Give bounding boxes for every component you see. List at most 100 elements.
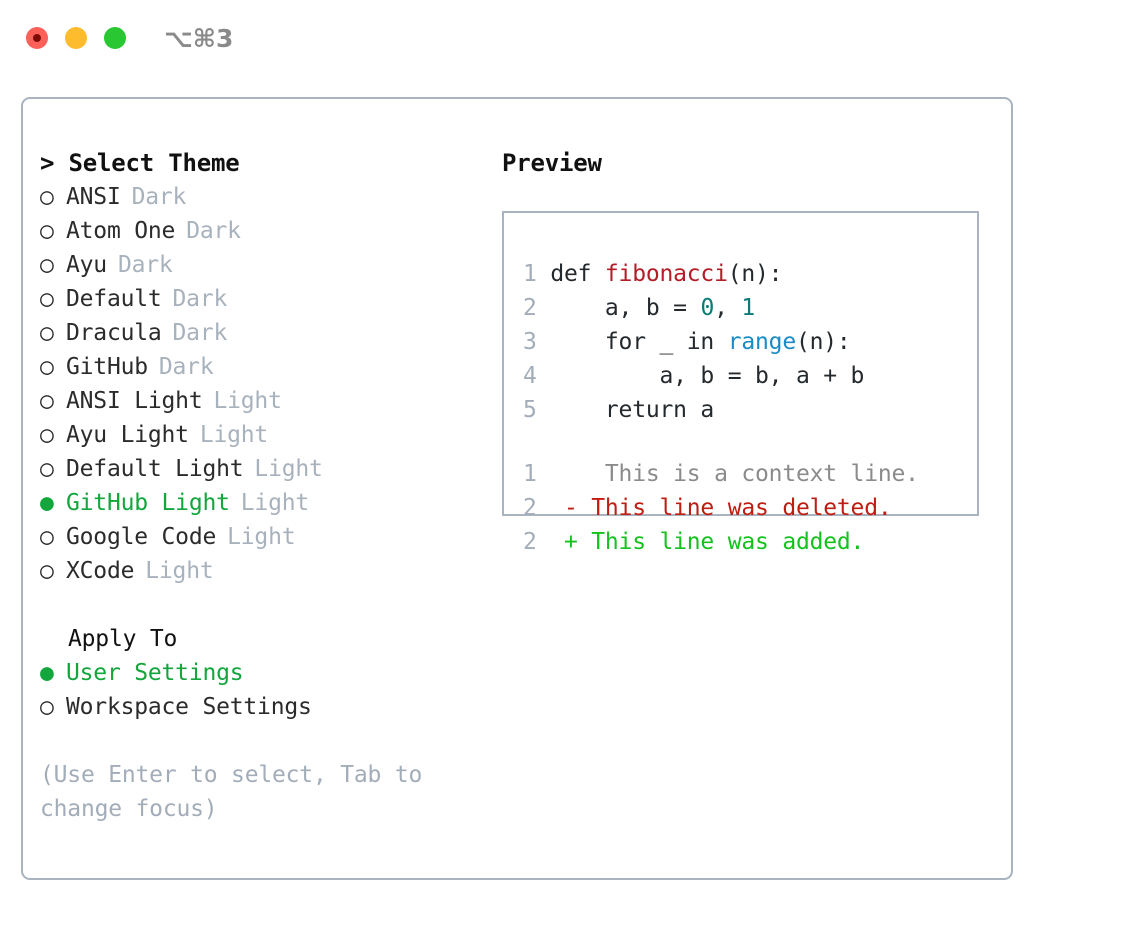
diff-sample: 1 This is a context line.2 - This line w…	[523, 457, 977, 559]
apply-to-list[interactable]: ● User Settings ○ Workspace Settings	[40, 656, 500, 724]
code-token-plain: for _ in	[550, 329, 728, 355]
diff-line-number: 1	[523, 461, 537, 487]
theme-item-variant-tag: Dark	[172, 320, 228, 346]
radio-selected-icon[interactable]: ●	[40, 490, 54, 516]
code-line: 4 a, b = b, a + b	[523, 359, 977, 393]
code-line: 2 a, b = 0, 1	[523, 291, 977, 325]
diff-gutter-space	[537, 461, 564, 487]
apply-to-header: Apply To	[68, 626, 178, 652]
code-token-plain: (n):	[795, 329, 851, 355]
theme-item-variant-tag: Dark	[158, 354, 214, 380]
theme-item-variant-tag: Light	[213, 388, 282, 414]
theme-item-variant-tag: Light	[145, 558, 214, 584]
code-gutter-space	[537, 295, 551, 321]
hint-line-2: change focus)	[40, 796, 218, 822]
close-button[interactable]	[26, 27, 48, 49]
radio-unselected-icon[interactable]: ○	[40, 252, 54, 278]
theme-list-item[interactable]: ○ GitHub Dark	[40, 350, 500, 384]
radio-selected-icon[interactable]: ●	[40, 660, 54, 686]
theme-item-variant-tag: Light	[199, 422, 269, 448]
code-token-builtin: range	[727, 329, 796, 355]
diff-gutter-space	[537, 529, 564, 555]
code-token-plain: ,	[714, 295, 742, 321]
code-line: 3 for _ in range(n):	[523, 325, 977, 359]
theme-item-label: XCode	[66, 558, 135, 584]
keyboard-hint: (Use Enter to select, Tab to change focu…	[40, 758, 460, 826]
apply-to-item[interactable]: ● User Settings	[40, 656, 500, 690]
theme-item-label: GitHub	[66, 354, 148, 380]
diff-gutter-space	[537, 495, 564, 521]
theme-list-item[interactable]: ○ Atom One Dark	[40, 214, 500, 248]
radio-unselected-icon[interactable]: ○	[40, 218, 54, 244]
diff-text: This is a context line.	[577, 461, 919, 487]
apply-to-item-label: User Settings	[66, 660, 244, 686]
theme-list-item[interactable]: ○ Ayu Dark	[40, 248, 500, 282]
theme-item-variant-tag: Light	[254, 456, 323, 482]
list-spacer	[40, 588, 500, 622]
theme-item-variant-tag: Dark	[186, 218, 241, 244]
theme-item-label: Ayu	[66, 252, 107, 278]
radio-unselected-icon[interactable]: ○	[40, 694, 54, 720]
theme-item-label: Google Code	[66, 524, 217, 550]
theme-item-variant-tag: Light	[227, 524, 296, 550]
theme-item-variant-tag: Dark	[131, 184, 187, 210]
code-gutter-space	[537, 363, 551, 389]
code-line: 1 def fibonacci(n):	[523, 257, 977, 291]
diff-line-number: 2	[523, 529, 537, 555]
radio-unselected-icon[interactable]: ○	[40, 320, 54, 346]
window-controls	[26, 27, 126, 49]
radio-unselected-icon[interactable]: ○	[40, 456, 54, 482]
code-line-number: 1	[523, 261, 537, 287]
radio-unselected-icon[interactable]: ○	[40, 422, 54, 448]
code-line-number: 4	[523, 363, 537, 389]
code-token-num: 1	[741, 295, 756, 321]
diff-line: 2 + This line was added.	[523, 525, 977, 559]
code-gutter-space	[537, 397, 551, 423]
code-line-number: 5	[523, 397, 537, 423]
apply-to-item-label: Workspace Settings	[66, 694, 312, 720]
radio-unselected-icon[interactable]: ○	[40, 524, 54, 550]
minimize-button[interactable]	[65, 27, 87, 49]
theme-item-variant-tag: Dark	[117, 252, 173, 278]
code-token-plain: def	[550, 261, 605, 287]
code-line-number: 2	[523, 295, 537, 321]
radio-unselected-icon[interactable]: ○	[40, 388, 54, 414]
code-token-plain: return a	[550, 397, 715, 423]
code-diff-spacer	[523, 427, 977, 457]
hint-spacer	[40, 724, 500, 758]
radio-unselected-icon[interactable]: ○	[40, 354, 54, 380]
code-token-plain: a, b = b, a + b	[550, 363, 865, 389]
theme-list-item[interactable]: ○ XCode Light	[40, 554, 500, 588]
code-gutter-space	[537, 261, 551, 287]
radio-unselected-icon[interactable]: ○	[40, 558, 54, 584]
radio-unselected-icon[interactable]: ○	[40, 286, 54, 312]
titlebar: ⌥⌘3	[0, 0, 1140, 76]
code-token-plain: a, b =	[550, 295, 701, 321]
select-theme-header: > Select Theme	[40, 149, 240, 177]
diff-text: This line was added.	[577, 529, 865, 555]
diff-line: 1 This is a context line.	[523, 457, 977, 491]
radio-unselected-icon[interactable]: ○	[40, 184, 54, 210]
theme-item-label: Atom One	[66, 218, 176, 244]
theme-list-item[interactable]: ○ Google Code Light	[40, 520, 500, 554]
code-token-num: 0	[700, 295, 715, 321]
theme-list-item[interactable]: ○ Ayu Light Light	[40, 418, 500, 452]
theme-item-label: Default	[66, 286, 162, 312]
zoom-button[interactable]	[104, 27, 126, 49]
diff-marker: -	[563, 495, 578, 521]
hint-line-1: (Use Enter to select, Tab to	[40, 762, 423, 788]
apply-to-item[interactable]: ○ Workspace Settings	[40, 690, 500, 724]
code-line: 5 return a	[523, 393, 977, 427]
theme-item-label: Ayu Light	[66, 422, 189, 448]
diff-line: 2 - This line was deleted.	[523, 491, 977, 525]
